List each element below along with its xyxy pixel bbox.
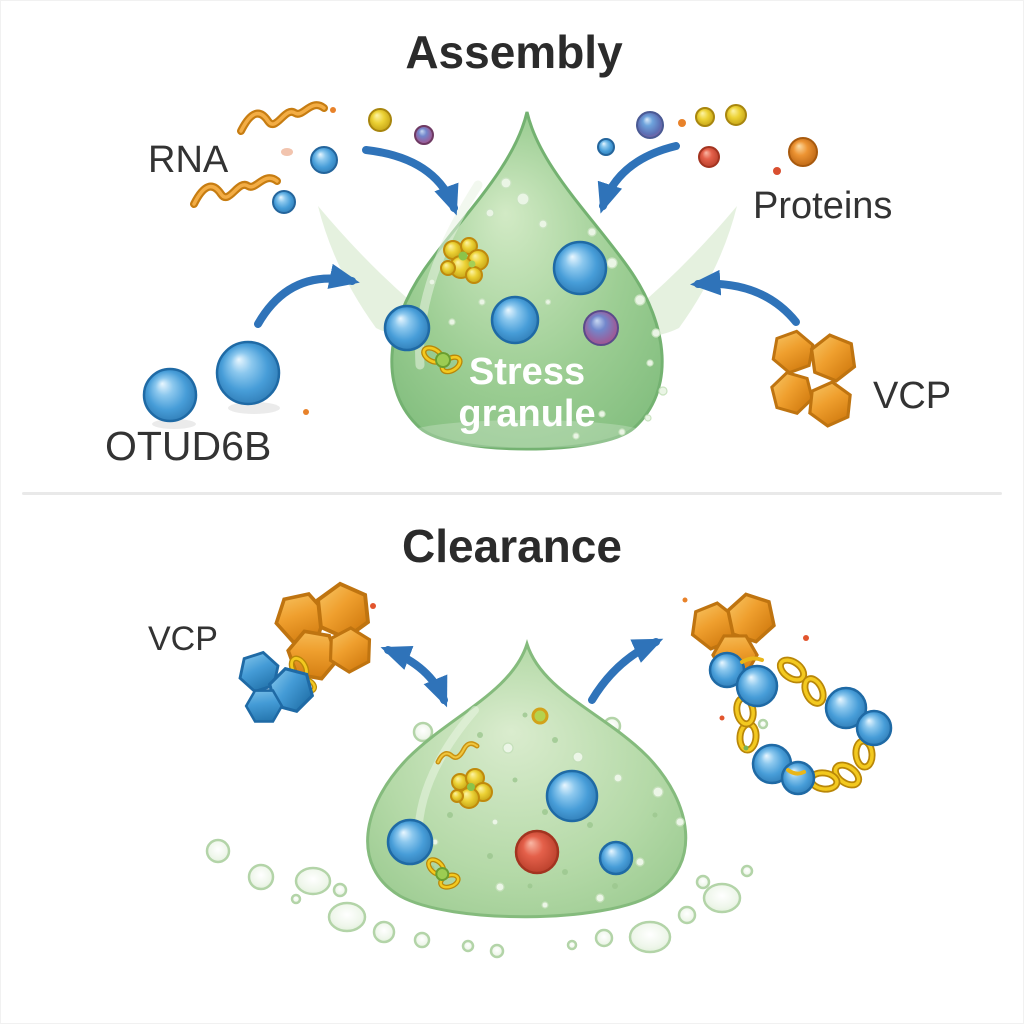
otud6b-icon (142, 367, 198, 423)
aggregate-icon (450, 768, 493, 809)
protein-sphere-icon (695, 107, 715, 127)
speck (370, 603, 376, 609)
clearance-title: Clearance (402, 520, 622, 572)
granule-gloss (407, 420, 647, 448)
bubble-icon (327, 901, 367, 933)
speck (281, 148, 293, 156)
speck (303, 409, 309, 415)
aggregate-icon (440, 237, 489, 284)
bubble-icon (294, 866, 332, 896)
bubble-icon (205, 838, 231, 864)
granule-label-line2: granule (458, 393, 595, 435)
bubble-icon (372, 920, 396, 944)
protein-sphere-icon (788, 137, 818, 167)
bubble-icon (290, 893, 302, 905)
bubble-icon (628, 920, 672, 954)
arrow-icon (362, 146, 459, 216)
protein-sphere-icon (725, 104, 747, 126)
vcp-label-clearance: VCP (148, 620, 218, 658)
arrow-icon (597, 142, 680, 214)
otud6b-group: OTUD6B (105, 340, 309, 469)
stress-granule-assembly: Stress granule (383, 111, 668, 451)
clearance-arrows (380, 638, 664, 708)
rna-strand-icon (237, 101, 328, 135)
otud6b-icon (215, 340, 281, 406)
proteins-label: Proteins (753, 185, 892, 227)
vcp-label-assembly: VCP (873, 375, 951, 417)
protein-sphere-icon (383, 304, 431, 352)
panel-assembly: Assembly RNA (105, 26, 951, 469)
bubble-icon (566, 939, 578, 951)
protein-sphere-icon (368, 108, 392, 132)
vcp-otud6b-complex: VCP (148, 579, 376, 731)
otud6b-label: OTUD6B (105, 423, 271, 469)
bubble-icon (247, 863, 275, 891)
ubiquitin-chain-icon (423, 856, 463, 892)
arrow-icon (588, 638, 664, 704)
protein-sphere-icon (636, 111, 664, 139)
stress-granule-icon (366, 638, 688, 919)
panel-clearance: Clearance VCP (148, 520, 893, 959)
double-arrow-icon (380, 646, 448, 708)
chain-glints (740, 656, 806, 776)
panel-divider (22, 492, 1002, 495)
ubiquitinated-complex (682, 588, 893, 796)
speck (743, 745, 749, 751)
granule-bubbles (428, 177, 668, 440)
protein-sphere-icon (598, 840, 634, 876)
protein-sphere-icon (583, 310, 619, 346)
protein-sphere-icon (552, 240, 608, 296)
rna-label: RNA (148, 139, 229, 181)
bubble-icon (594, 928, 614, 948)
protein-sphere-icon (698, 146, 720, 168)
ubiquitin-chain-icon (419, 339, 463, 379)
arrow-icon (254, 263, 360, 328)
speck (773, 167, 781, 175)
assembly-arrows (254, 142, 800, 328)
bubble-icon (677, 905, 697, 925)
ubiquitin-bead-icon (531, 707, 549, 725)
shadow (228, 402, 280, 414)
protein-sphere-icon (272, 190, 296, 214)
bubble-icon (702, 882, 742, 914)
speck (803, 635, 809, 641)
shadow (152, 419, 196, 429)
speck (678, 119, 686, 127)
arrow-icon (690, 269, 800, 326)
bubble-icon (413, 931, 431, 949)
protein-sphere-icon (414, 125, 434, 145)
granule-droplets (205, 716, 769, 959)
proteins-group: Proteins (597, 104, 892, 227)
protein-sphere-icon (597, 138, 615, 156)
assembly-title: Assembly (405, 26, 623, 78)
bubble-icon (461, 939, 475, 953)
protein-sphere-icon (490, 295, 540, 345)
ubiquitin-beads-icon (708, 651, 893, 796)
vcp-hexamer-icon (767, 326, 858, 430)
bubble-icon (695, 874, 711, 890)
bubble-icon (757, 718, 769, 730)
rna-group: RNA (148, 101, 434, 214)
speck (682, 597, 688, 603)
protein-sphere-icon (386, 818, 434, 866)
protein-sphere-icon (310, 146, 338, 174)
bubble-icon (332, 882, 348, 898)
protein-sphere-icon (514, 829, 560, 875)
stress-granule-clearance (366, 638, 688, 919)
rna-strand-icon (190, 174, 281, 208)
protein-sphere-icon (545, 769, 599, 823)
vcp-group-assembly: VCP (767, 326, 951, 430)
rna-strand-icon (435, 741, 480, 765)
granule-label-line1: Stress (469, 351, 585, 393)
speck (719, 715, 725, 721)
bubble-icon (740, 864, 754, 878)
bubble-icon (412, 721, 434, 743)
bubble-icon (489, 943, 505, 959)
speck (330, 107, 336, 113)
